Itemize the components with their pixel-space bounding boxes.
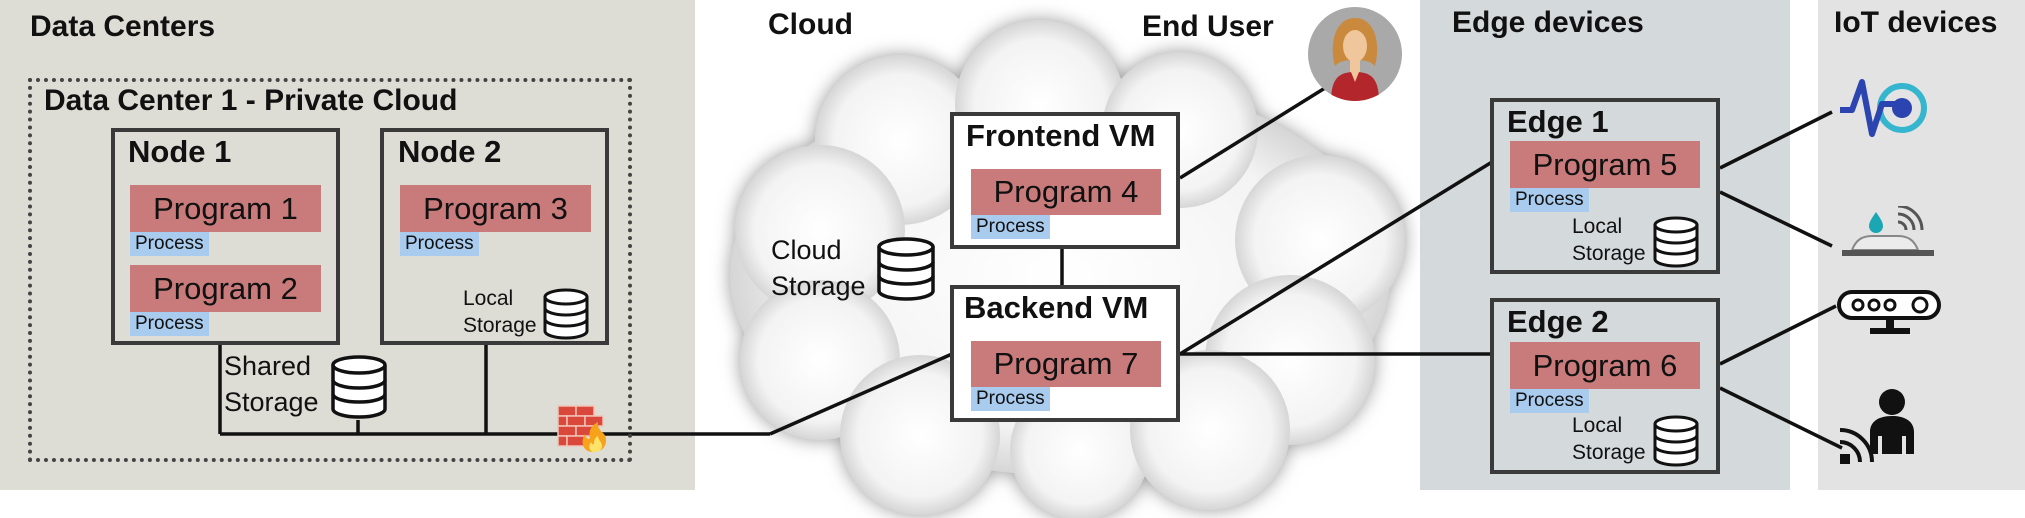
node-2-title: Node 2	[398, 134, 502, 169]
data-center-1-boundary	[28, 78, 632, 462]
data-center-1-title: Data Center 1 - Private Cloud	[44, 84, 458, 117]
smart-sensor-icon	[1842, 206, 1934, 256]
process-label: Process	[130, 312, 209, 336]
firewall-icon	[557, 405, 607, 452]
database-icon	[331, 355, 387, 419]
node-1-title: Node 1	[128, 134, 232, 169]
person-wireless-icon	[1839, 389, 1914, 464]
program-5-box: Program 5	[1510, 141, 1700, 188]
database-icon	[543, 288, 589, 340]
database-icon	[877, 237, 935, 301]
region-title-iot-devices: IoT devices	[1834, 6, 1998, 39]
edge-1-storage-label-line1: Local	[1572, 215, 1623, 238]
program-3-box: Program 3	[400, 185, 591, 232]
process-label: Process	[971, 215, 1050, 239]
program-6-box: Program 6	[1510, 342, 1700, 389]
program-7-box: Program 7	[971, 341, 1161, 387]
edge-2-storage-label-line2: Storage	[1572, 441, 1646, 464]
region-title-edge-devices: Edge devices	[1452, 6, 1644, 39]
program-2-box: Program 2	[130, 265, 321, 312]
backend-vm-title: Backend VM	[964, 290, 1149, 325]
program-1-box: Program 1	[130, 185, 321, 232]
activity-tracker-icon	[1840, 79, 1927, 137]
edge-1-storage-label-line2: Storage	[1572, 242, 1646, 265]
node-2-storage-label-line1: Local	[463, 287, 514, 310]
shared-storage-label-line1: Shared	[224, 351, 312, 381]
database-icon	[1653, 216, 1699, 268]
region-title-data-centers: Data Centers	[30, 10, 216, 43]
cloud-storage-label-line2: Storage	[771, 271, 866, 301]
process-label: Process	[400, 232, 479, 256]
process-label: Process	[1510, 389, 1589, 413]
process-label: Process	[1510, 188, 1589, 212]
frontend-vm-title: Frontend VM	[966, 118, 1156, 153]
edge-2-storage-label-line1: Local	[1572, 414, 1623, 437]
shared-storage-label-line2: Storage	[224, 387, 319, 417]
program-4-box: Program 4	[971, 169, 1161, 215]
region-title-end-user: End User	[1142, 10, 1274, 43]
process-label: Process	[130, 232, 209, 256]
node-2-storage-label-line2: Storage	[463, 314, 537, 337]
process-label: Process	[971, 387, 1050, 411]
connector-lines	[218, 86, 1843, 450]
edge-2-title: Edge 2	[1507, 304, 1609, 339]
database-icon	[1653, 415, 1699, 467]
camera-sensor-icon	[1837, 290, 1941, 334]
region-title-cloud: Cloud	[768, 8, 853, 41]
cloud-storage-label-line1: Cloud	[771, 235, 842, 265]
user-avatar-icon	[1308, 7, 1402, 101]
iot-devices-panel	[1818, 0, 2025, 490]
edge-1-title: Edge 1	[1507, 104, 1609, 139]
